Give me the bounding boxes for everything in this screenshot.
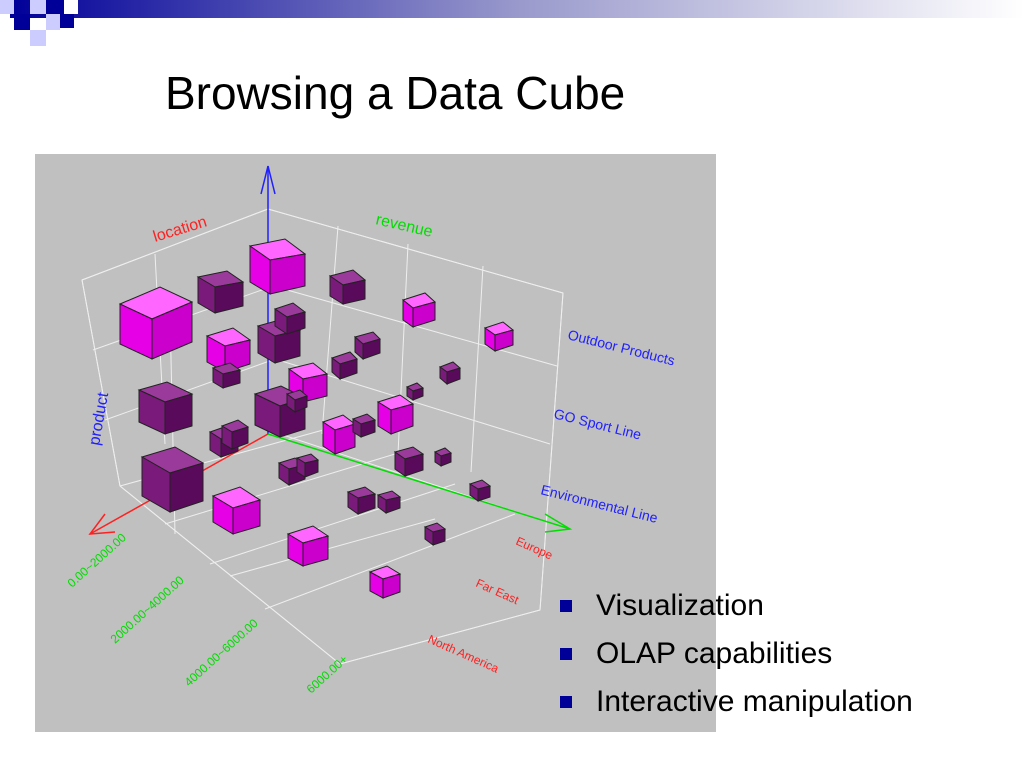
bullet-square-icon [560, 648, 572, 660]
cube [220, 419, 250, 450]
cube [295, 453, 320, 478]
cube [196, 270, 245, 314]
cube [330, 351, 358, 381]
cube [211, 486, 262, 535]
cube [393, 446, 425, 477]
cube [346, 486, 377, 515]
bullet-text: OLAP capabilities [596, 637, 833, 670]
cube [438, 361, 462, 386]
cube [140, 446, 205, 513]
cube [118, 286, 194, 360]
revenue-axis-line [267, 433, 571, 530]
cube [286, 525, 330, 567]
bullet-item: Interactive manipulation [560, 678, 913, 726]
header-decoration [0, 0, 1024, 46]
cube [137, 381, 194, 435]
cube [483, 321, 515, 352]
bullet-text: Interactive manipulation [596, 685, 913, 718]
cube [433, 447, 453, 467]
cube [273, 302, 307, 335]
cube [321, 414, 357, 455]
bullet-square-icon [560, 600, 572, 612]
cube [328, 269, 367, 305]
cube [423, 522, 447, 546]
product-axis-arrow [260, 165, 276, 195]
cube [351, 413, 377, 438]
bullet-list: Visualization OLAP capabilities Interact… [560, 582, 913, 726]
data-cube-figure: location revenue product Outdoor Product… [35, 154, 716, 732]
slide-title: Browsing a Data Cube [165, 67, 626, 119]
location-axis-arrow [88, 513, 116, 535]
cube [376, 490, 402, 514]
cube [405, 382, 425, 401]
cube [285, 389, 308, 413]
revenue-axis-arrow [544, 513, 573, 533]
cube [376, 394, 415, 435]
bullet-square-icon [560, 696, 572, 708]
bullet-item: Visualization [560, 582, 913, 630]
cubes [118, 238, 515, 599]
cube [211, 362, 242, 389]
cube [401, 292, 437, 328]
figure-background [35, 154, 716, 732]
bullet-text: Visualization [596, 589, 764, 622]
cube [353, 331, 381, 361]
bullet-item: OLAP capabilities [560, 630, 913, 678]
cube [468, 479, 492, 502]
cube [248, 238, 307, 295]
data-cube-svg: location revenue product Outdoor Product… [35, 154, 716, 732]
cube [368, 565, 402, 599]
